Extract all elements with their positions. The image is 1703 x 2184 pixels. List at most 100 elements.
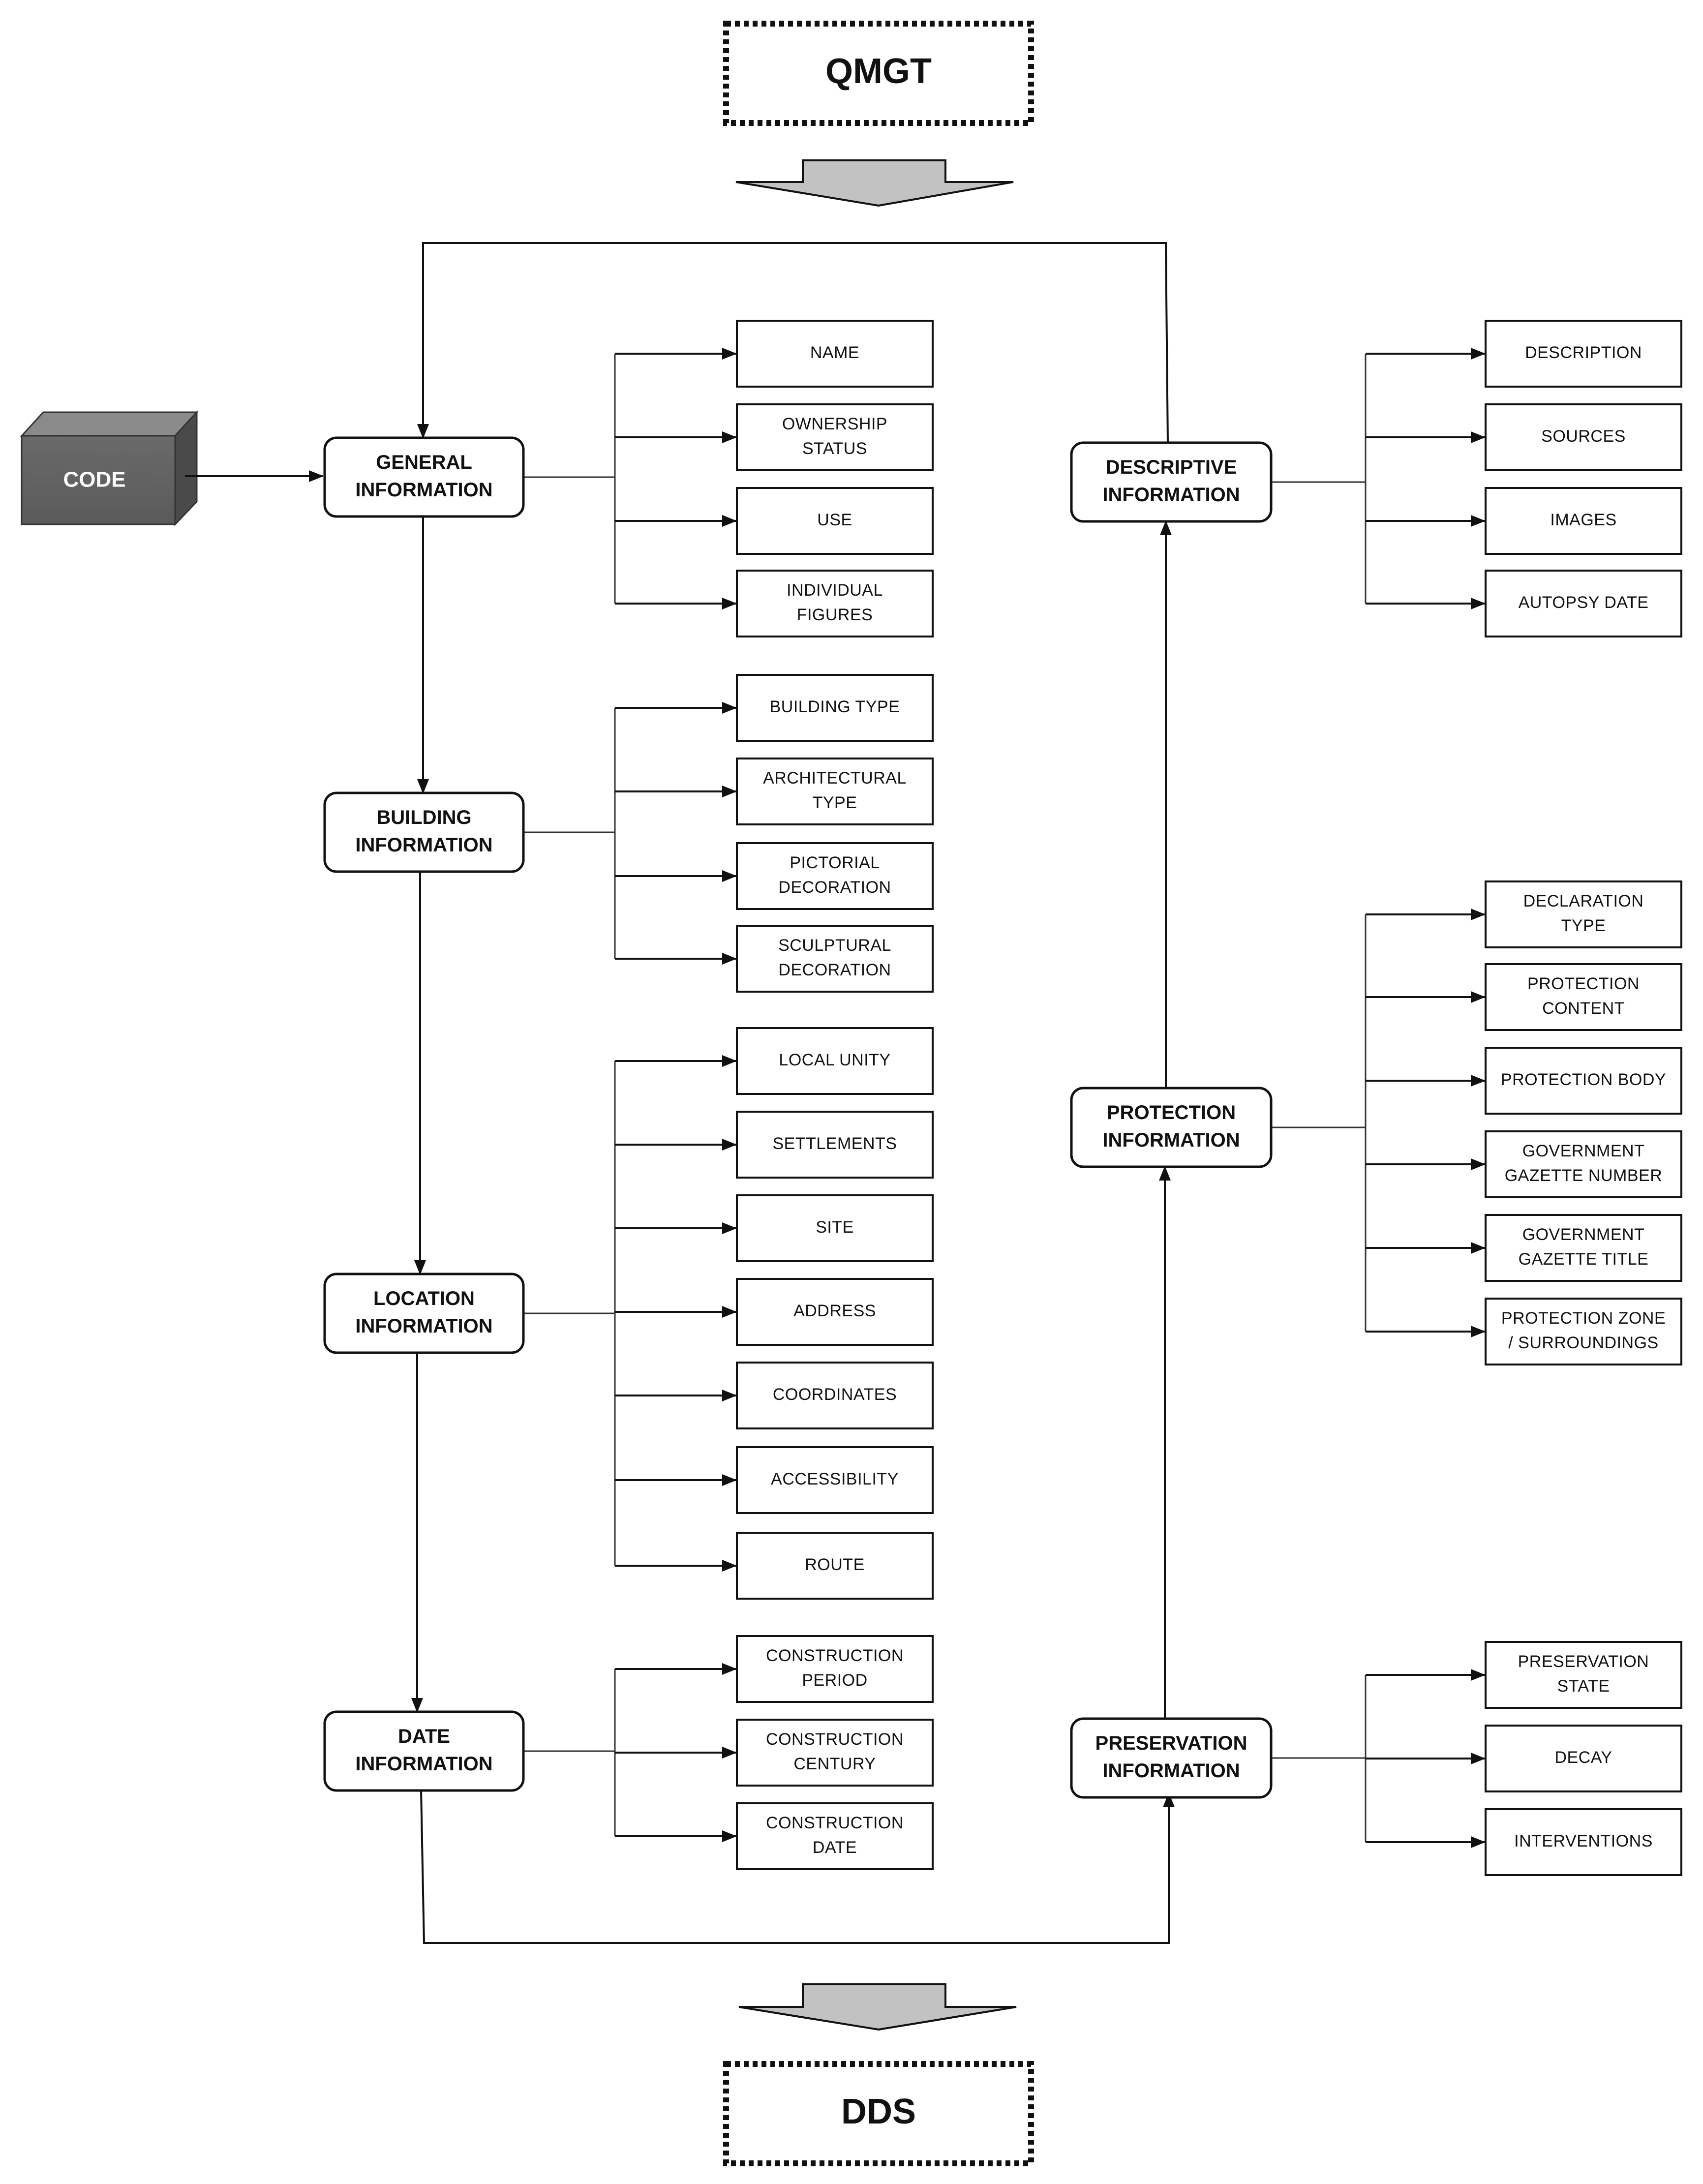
main-flow-connectors <box>411 242 1175 1944</box>
descriptive-field-box: AUTOPSY DATE <box>1485 570 1682 637</box>
preservation-field-box: INTERVENTIONS <box>1485 1808 1682 1876</box>
location-field-label: ACCESSIBILITY <box>771 1470 899 1488</box>
location-field-box: SETTLEMENTS <box>736 1111 934 1179</box>
preservation-field-box: DECAY <box>1485 1725 1682 1792</box>
down-block-arrow-bottom <box>738 1983 1017 2031</box>
protection-field-box: PROTECTION ZONE/ SURROUNDINGS <box>1485 1298 1682 1365</box>
protection-field-label: PROTECTION BODY <box>1501 1070 1666 1089</box>
location-field-box: ADDRESS <box>736 1278 934 1346</box>
location-field-box: SITE <box>736 1194 934 1262</box>
protection-connectors <box>1271 909 1486 1337</box>
location-connectors <box>523 1055 737 1572</box>
descriptive-field-box: IMAGES <box>1485 487 1682 555</box>
location-field-box: LOCAL UNITY <box>736 1027 934 1095</box>
down-block-arrow-top <box>735 159 1014 207</box>
location-field-label: SETTLEMENTS <box>773 1134 897 1153</box>
descriptive-field-label: SOURCES <box>1541 427 1626 446</box>
code-block: CODE <box>20 410 199 526</box>
descriptive-field-label: AUTOPSY DATE <box>1519 593 1649 612</box>
preservation-field-label: INTERVENTIONS <box>1514 1832 1653 1850</box>
qmgt-label: QMGT <box>825 52 932 91</box>
building-field-box: BUILDING TYPE <box>736 674 934 742</box>
location-field-label: ADDRESS <box>793 1302 876 1320</box>
building-connectors <box>523 702 737 965</box>
protection-field-box: PROTECTION BODY <box>1485 1047 1682 1115</box>
building-field-label: BUILDING TYPE <box>770 698 900 716</box>
protection-field-label: PROTECTION ZONE/ SURROUNDINGS <box>1501 1309 1666 1352</box>
preservation-field-label: DECAY <box>1554 1748 1612 1767</box>
location-field-label: COORDINATES <box>773 1385 897 1404</box>
general-field-label: USE <box>817 511 852 529</box>
location-field-box: COORDINATES <box>736 1362 934 1429</box>
general-field-box: NAME <box>736 320 934 388</box>
dds-label: DDS <box>841 2092 916 2131</box>
location-field-box: ROUTE <box>736 1532 934 1600</box>
general-field-box: USE <box>736 487 934 555</box>
dds-box: DDS <box>723 2061 1034 2166</box>
preservation-connectors <box>1271 1669 1486 1848</box>
descriptive-field-label: IMAGES <box>1550 511 1616 529</box>
descriptive-field-box: DESCRIPTION <box>1485 320 1682 388</box>
date-connectors <box>523 1663 737 1842</box>
location-field-label: ROUTE <box>805 1555 865 1574</box>
location-field-label: LOCAL UNITY <box>779 1051 890 1069</box>
general-field-label: NAME <box>810 343 859 362</box>
general-connectors <box>523 348 737 609</box>
location-field-label: SITE <box>816 1218 854 1237</box>
descriptive-connectors <box>1271 348 1486 609</box>
descriptive-field-label: DESCRIPTION <box>1525 343 1642 362</box>
descriptive-field-box: SOURCES <box>1485 403 1682 471</box>
location-field-box: ACCESSIBILITY <box>736 1446 934 1514</box>
code-label: CODE <box>63 468 125 492</box>
qmgt-box: QMGT <box>723 21 1034 126</box>
